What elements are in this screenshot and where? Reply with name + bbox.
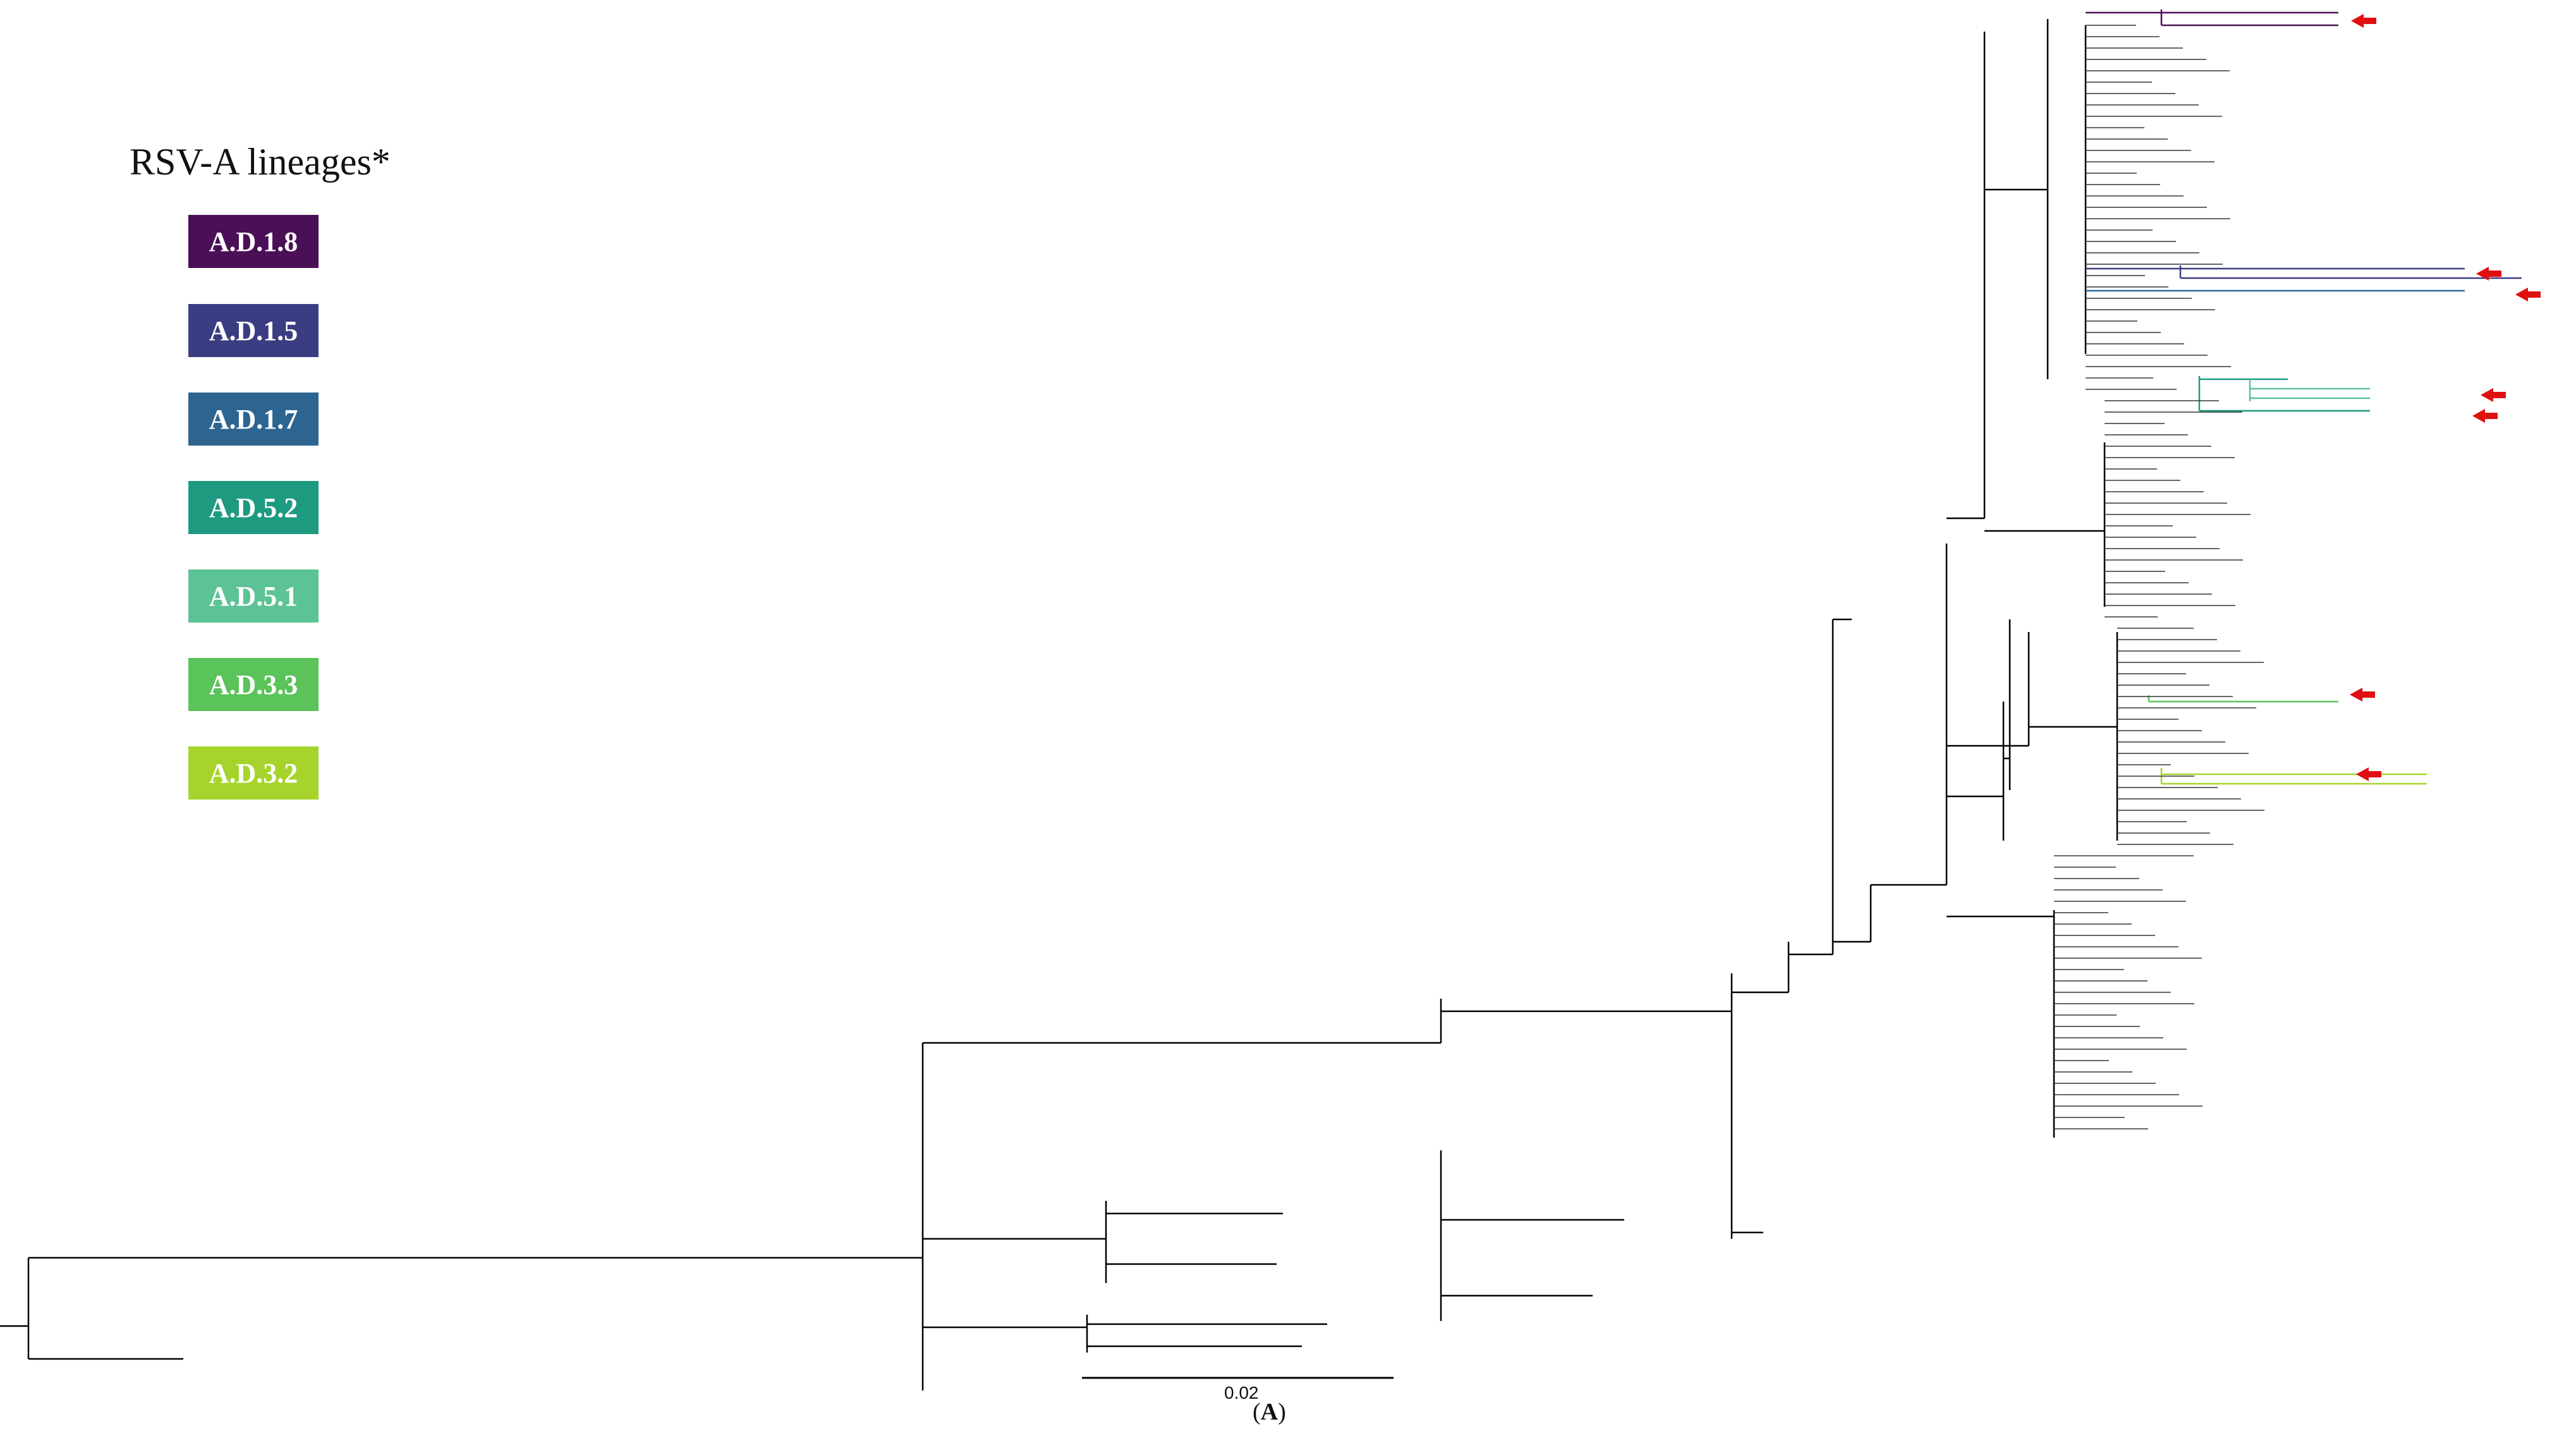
- highlight-arrow: [2351, 14, 2376, 28]
- highlight-arrow: [2515, 288, 2541, 301]
- highlight-arrow: [2476, 267, 2501, 281]
- scale-bar-label: 0.02: [1224, 1383, 1259, 1403]
- panel-label: (A): [1253, 1398, 1286, 1426]
- legend-item-ad-1-8: A.D.1.8: [188, 215, 319, 268]
- highlight-arrows: [2350, 14, 2541, 781]
- tree-branches: [0, 9, 2522, 1390]
- legend-item-ad-3-2: A.D.3.2: [188, 746, 319, 800]
- legend-title: RSV-A lineages*: [130, 141, 391, 183]
- legend-item-ad-5-1: A.D.5.1: [188, 569, 319, 623]
- legend-item-ad-3-3: A.D.3.3: [188, 658, 319, 711]
- legend-item-ad-1-7: A.D.1.7: [188, 392, 319, 446]
- highlight-arrow: [2356, 767, 2381, 781]
- panel-letter: A: [1260, 1399, 1279, 1425]
- tree-tips: [2054, 25, 2264, 1129]
- legend-item-ad-1-5: A.D.1.5: [188, 304, 319, 357]
- legend-item-ad-5-2: A.D.5.2: [188, 481, 319, 534]
- highlight-arrow: [2481, 388, 2506, 402]
- panel-close-paren: ): [1278, 1399, 1286, 1425]
- highlight-arrow: [2472, 409, 2498, 423]
- panel-open-paren: (: [1253, 1399, 1261, 1425]
- highlight-arrow: [2350, 688, 2375, 702]
